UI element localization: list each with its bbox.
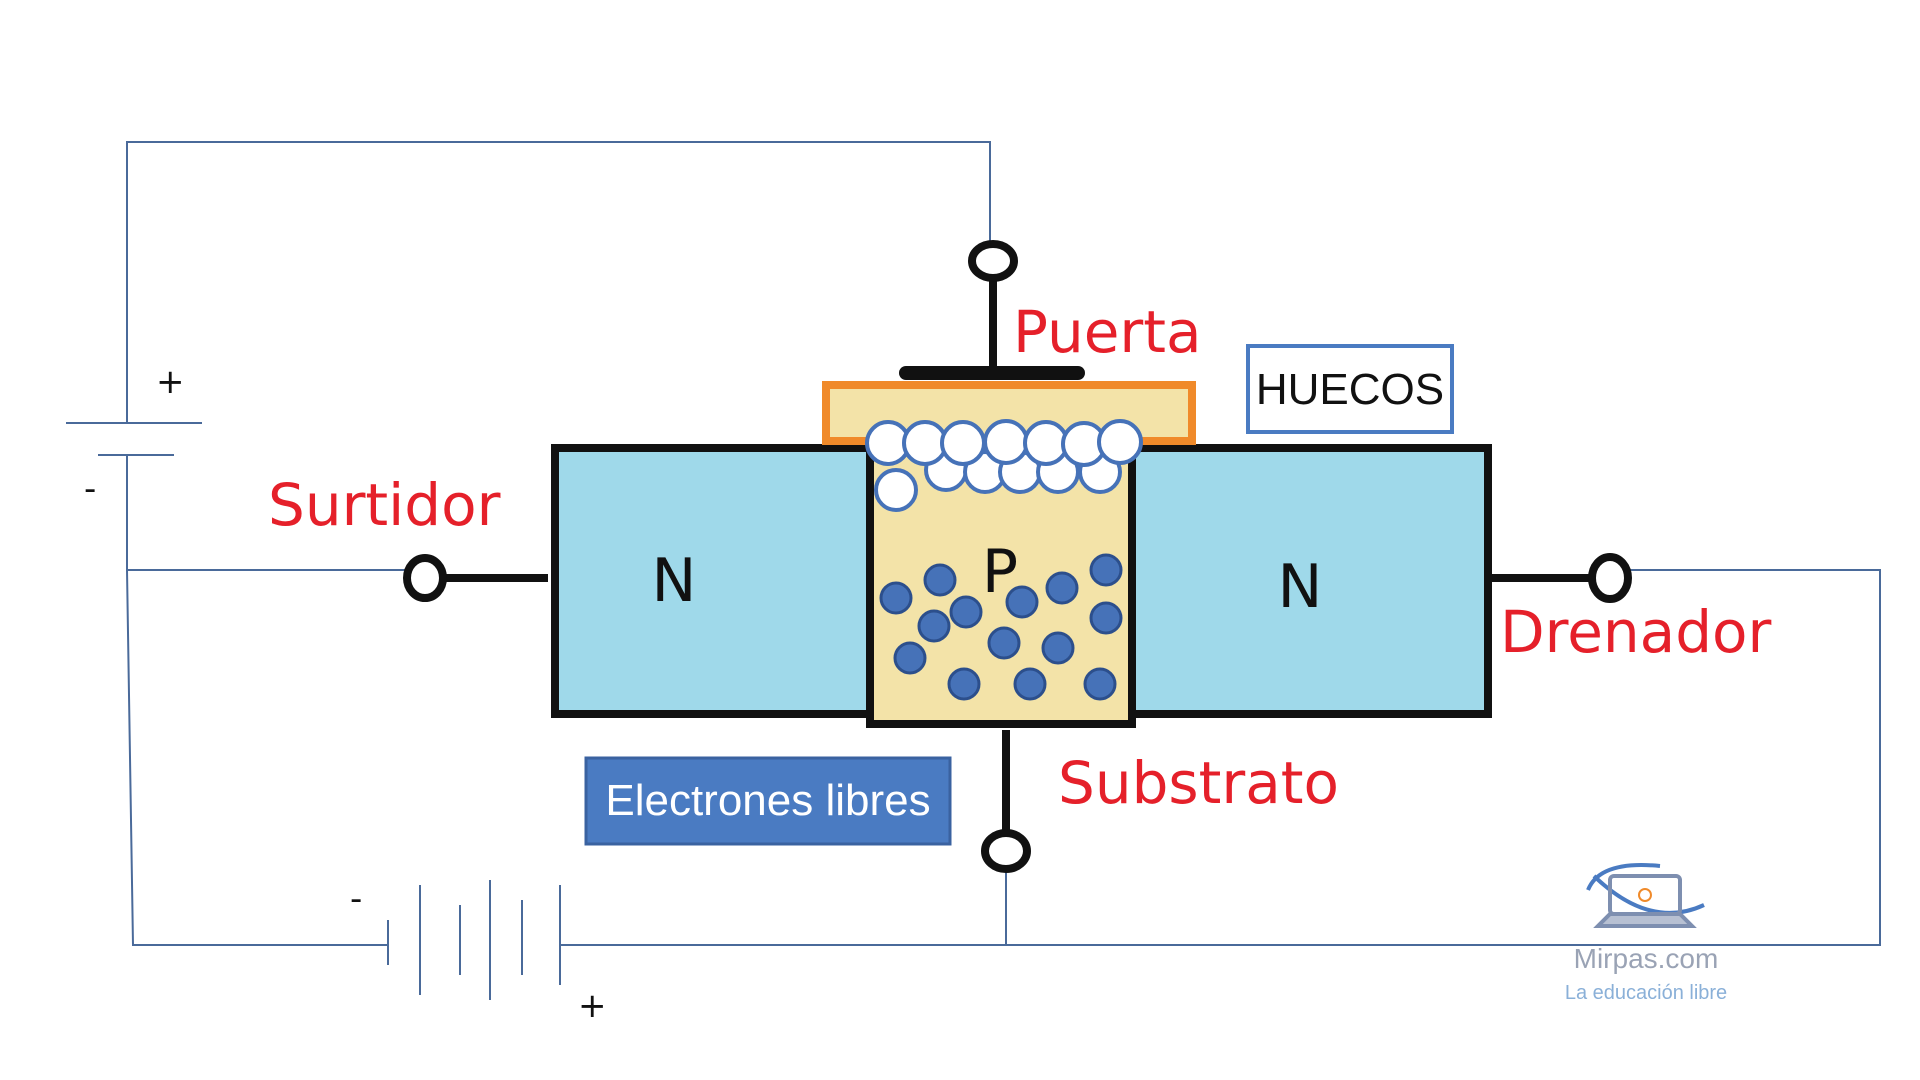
holes-legend-box [1246, 344, 1454, 434]
hole [1023, 420, 1069, 466]
electron [947, 667, 981, 701]
source-terminal [403, 554, 447, 602]
drain-battery-minus: - [350, 879, 362, 919]
drain-terminal [1588, 553, 1632, 603]
substrate-label: Substrato [1058, 749, 1339, 817]
hole [1097, 419, 1143, 465]
bottom-wire-left [126, 569, 388, 946]
electrons-group [879, 553, 1123, 701]
electron [1089, 553, 1123, 587]
watermark-tagline: La educación libre [1565, 982, 1727, 1004]
gate-terminal [968, 240, 1018, 282]
terminal-leads [403, 240, 1632, 873]
electron [917, 609, 951, 643]
electron [1041, 631, 1075, 665]
hole [874, 468, 918, 512]
electron [1045, 571, 1079, 605]
gate-battery-plus: + [156, 362, 185, 402]
electron [1089, 601, 1123, 635]
hole [940, 420, 986, 466]
electron [1083, 667, 1117, 701]
hole [902, 420, 948, 466]
n-left-label: N [652, 546, 697, 616]
electron [923, 563, 957, 597]
gate-battery [66, 422, 202, 456]
electron [893, 641, 927, 675]
drain-battery-plus: + [578, 986, 607, 1026]
electron [1013, 667, 1047, 701]
electrons-legend-box [584, 756, 952, 846]
holes-legend-text: HUECOS [1256, 365, 1444, 414]
source-label: Surtidor [268, 471, 501, 539]
electron [879, 581, 913, 615]
electron [949, 595, 983, 629]
hole [983, 419, 1029, 465]
substrate-terminal [981, 829, 1031, 873]
bottom-wire-right [560, 569, 1881, 946]
p-region-label: P [982, 537, 1018, 607]
drain-label: Drenador [1500, 598, 1772, 666]
n-right-label: N [1278, 552, 1323, 622]
gate-battery-minus: - [84, 469, 96, 509]
gate-wire [126, 141, 991, 423]
watermark-name: Mirpas.com [1574, 943, 1719, 974]
n-region-left [551, 444, 874, 718]
watermark: Mirpas.com La educación libre [1565, 863, 1727, 1004]
laptop-power-icon [1586, 863, 1705, 928]
electron [1005, 585, 1039, 619]
electron [987, 626, 1021, 660]
n-region-right [1124, 444, 1492, 718]
holes-group [865, 419, 1143, 512]
circuit-wires [126, 141, 1881, 946]
electrons-legend-text: Electrones libres [605, 776, 930, 825]
gate-label: Puerta [1013, 298, 1202, 366]
drain-battery [387, 880, 561, 1000]
